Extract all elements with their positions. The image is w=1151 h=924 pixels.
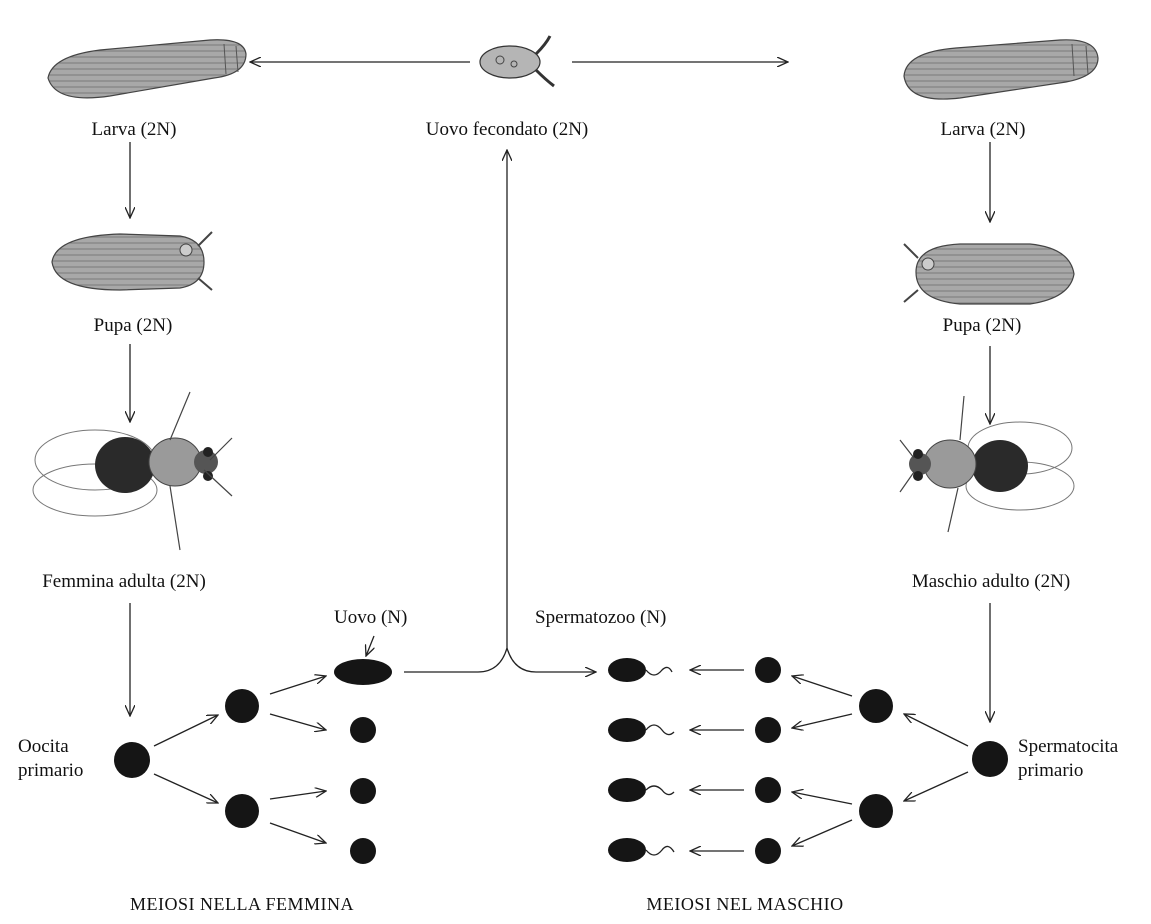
arrow-egg-label-pointer bbox=[366, 636, 374, 656]
female-fly-icon bbox=[33, 392, 232, 550]
spermatid-2 bbox=[755, 717, 781, 743]
secondary-spermatocyte-top bbox=[859, 689, 893, 723]
spermatid-1 bbox=[755, 657, 781, 683]
spermatid-4 bbox=[755, 838, 781, 864]
arrow-to-spermatid-4 bbox=[792, 820, 852, 846]
spermatid-3 bbox=[755, 777, 781, 803]
secondary-oocyte-cell-top bbox=[225, 689, 259, 723]
arrow-sperm-junction bbox=[507, 648, 596, 672]
pupa-right-icon bbox=[904, 244, 1074, 304]
male-adult-label: Maschio adulto (2N) bbox=[912, 571, 1070, 592]
larva-right-label: Larva (2N) bbox=[941, 119, 1026, 140]
arrow-oocyte-to-cell-bottom bbox=[154, 774, 218, 803]
secondary-spermatocyte-bottom bbox=[859, 794, 893, 828]
polar-body-3 bbox=[350, 838, 376, 864]
primary-oocyte-cell bbox=[114, 742, 150, 778]
larva-right-icon bbox=[904, 40, 1098, 99]
arrow-to-polar-2 bbox=[270, 791, 326, 799]
male-fly-icon bbox=[900, 396, 1074, 532]
arrow-to-spermatid-1 bbox=[792, 676, 852, 696]
sperm-label: Spermatozoo (N) bbox=[535, 607, 666, 628]
oocyte-label-line2: primario bbox=[18, 760, 83, 781]
meiosis-male-caption: MEIOSI NEL MASCHIO bbox=[646, 894, 843, 914]
arrow-to-polar-3 bbox=[270, 823, 326, 843]
arrow-to-polar-1 bbox=[270, 714, 326, 730]
spermatocyte-label-line1: Spermatocita bbox=[1018, 736, 1119, 757]
pupa-right-label: Pupa (2N) bbox=[943, 315, 1022, 336]
arrow-to-egg bbox=[270, 676, 326, 694]
arrow-spermatocyte-to-bottom bbox=[904, 772, 968, 801]
arrow-oocyte-to-cell-top bbox=[154, 715, 218, 746]
fertilized-egg-icon bbox=[480, 36, 554, 86]
pupa-left-label: Pupa (2N) bbox=[94, 315, 173, 336]
pupa-left-icon bbox=[52, 232, 212, 290]
primary-spermatocyte-cell bbox=[972, 741, 1008, 777]
sperm-cell-4 bbox=[608, 838, 674, 862]
polar-body-2 bbox=[350, 778, 376, 804]
polar-body-1 bbox=[350, 717, 376, 743]
oocyte-label-line1: Oocita bbox=[18, 736, 69, 757]
arrow-spermatocyte-to-top bbox=[904, 714, 968, 746]
larva-left-label: Larva (2N) bbox=[92, 119, 177, 140]
female-adult-label: Femmina adulta (2N) bbox=[42, 571, 206, 592]
sperm-cell-2 bbox=[608, 718, 674, 742]
egg-cell bbox=[334, 659, 392, 685]
arrow-to-spermatid-3 bbox=[792, 792, 852, 804]
meiosis-female-caption: MEIOSI NELLA FEMMINA bbox=[130, 894, 354, 914]
arrow-to-spermatid-2 bbox=[792, 714, 852, 728]
sperm-cell-1 bbox=[608, 658, 672, 682]
arrow-egg-to-fertilized bbox=[404, 150, 507, 672]
spermatocyte-label-line2: primario bbox=[1018, 760, 1083, 781]
fertilized-egg-label: Uovo fecondato (2N) bbox=[426, 119, 589, 140]
egg-label: Uovo (N) bbox=[334, 607, 407, 628]
sperm-cell-3 bbox=[608, 778, 674, 802]
secondary-oocyte-cell-bottom bbox=[225, 794, 259, 828]
larva-left-icon bbox=[48, 40, 246, 98]
